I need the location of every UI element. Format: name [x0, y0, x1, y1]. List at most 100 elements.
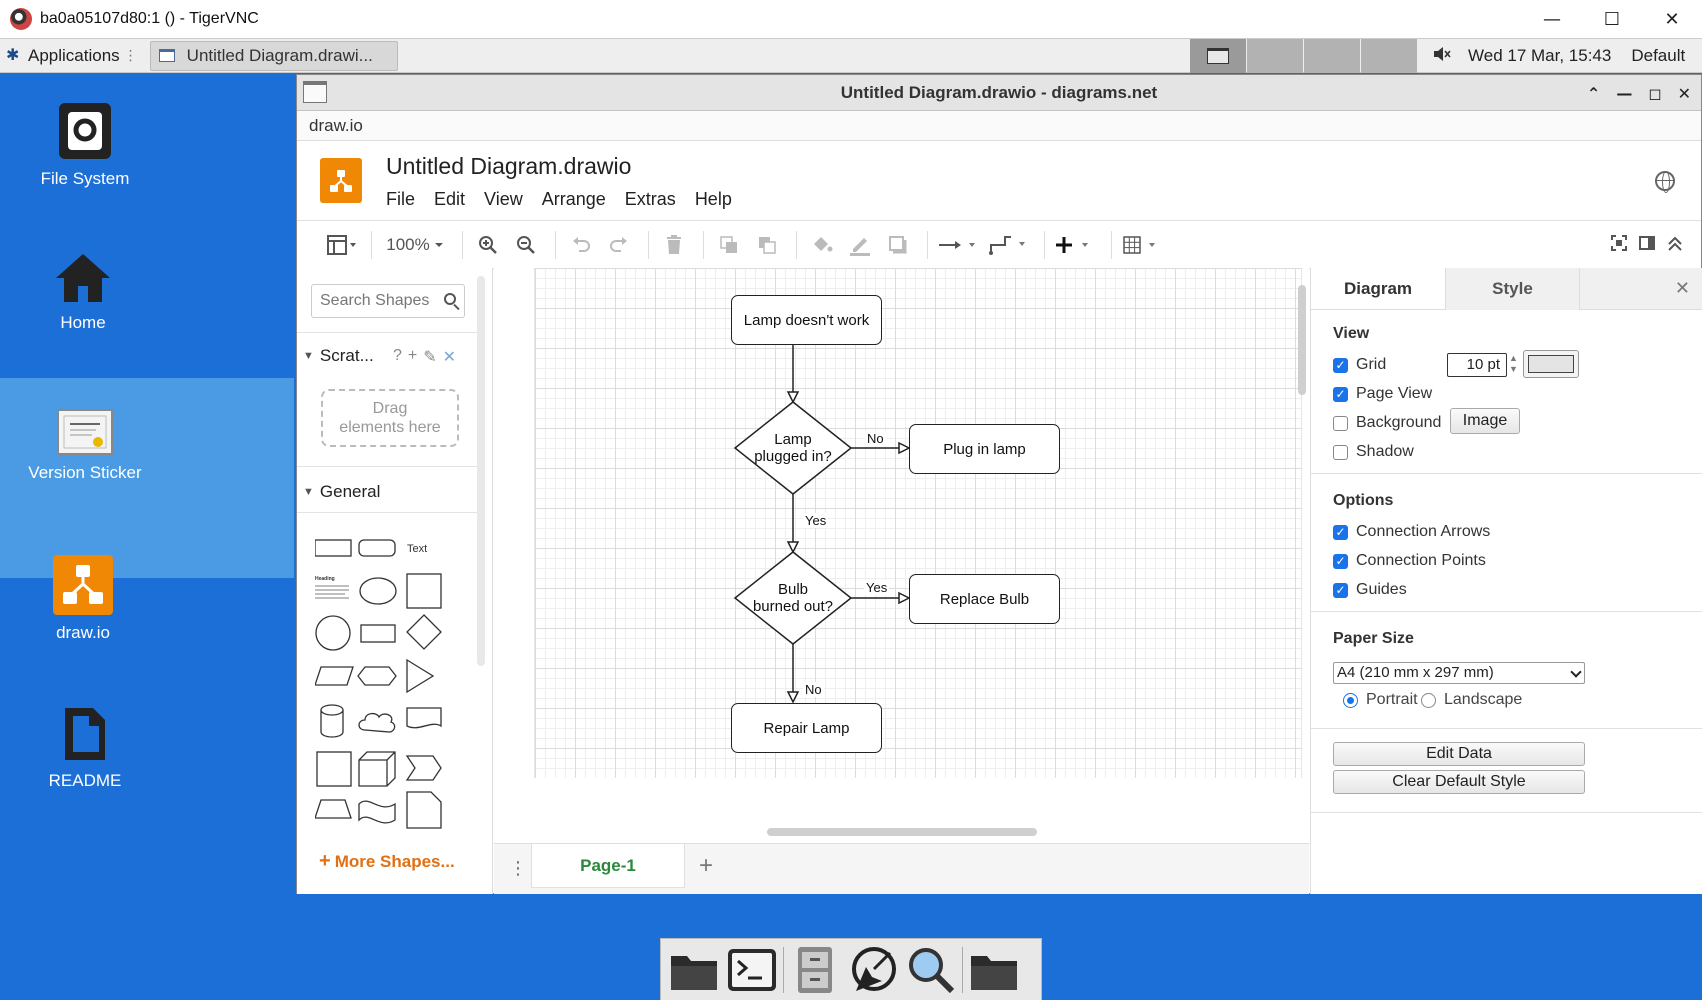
- background-image-button[interactable]: Image: [1450, 408, 1520, 434]
- desktop-icon-version-sticker[interactable]: Version Sticker: [10, 408, 160, 483]
- node-start[interactable]: Lamp doesn't work: [731, 295, 882, 345]
- pages-menu-icon[interactable]: ⋮: [509, 858, 527, 878]
- node-replace-bulb[interactable]: Replace Bulb: [909, 574, 1060, 624]
- browser-icon[interactable]: [844, 941, 902, 999]
- line-color-icon[interactable]: [843, 230, 877, 260]
- edge-label-yes[interactable]: Yes: [864, 580, 890, 595]
- edit-pencil-icon[interactable]: ✎: [423, 349, 437, 366]
- workspace-1[interactable]: [1190, 39, 1246, 73]
- file-cabinet-icon[interactable]: [786, 941, 844, 999]
- help-icon[interactable]: ?: [393, 347, 402, 364]
- close-panel-icon[interactable]: ✕: [1674, 278, 1690, 298]
- scratchpad-drop-zone[interactable]: Drag elements here: [321, 389, 459, 447]
- menu-edit[interactable]: Edit: [434, 189, 466, 209]
- zoom-out-icon[interactable]: [509, 230, 543, 260]
- canvas-horizontal-scrollbar[interactable]: [767, 828, 1037, 836]
- grid-size-input[interactable]: 10 pt: [1447, 353, 1507, 377]
- window-minimize-icon[interactable]: —: [1616, 83, 1633, 103]
- zoom-in-icon[interactable]: [471, 230, 505, 260]
- node-plug-in-lamp[interactable]: Plug in lamp: [909, 424, 1060, 474]
- decision-text[interactable]: Lamp plugged in?: [735, 431, 851, 465]
- workspace-4[interactable]: [1361, 39, 1417, 73]
- desktop-icon-readme[interactable]: README: [10, 704, 160, 791]
- node-repair-lamp[interactable]: Repair Lamp: [731, 703, 882, 753]
- window-titlebar[interactable]: Untitled Diagram.drawio - diagrams.net ⌃…: [297, 75, 1701, 111]
- vnc-close-button[interactable]: ✕: [1664, 9, 1680, 30]
- to-front-icon[interactable]: [712, 230, 746, 260]
- redo-icon[interactable]: [602, 230, 636, 260]
- language-globe-icon[interactable]: [1655, 171, 1675, 193]
- desktop-icon-home[interactable]: Home: [8, 250, 158, 333]
- connection-points-checkbox[interactable]: ✓Connection Points: [1333, 552, 1486, 570]
- tab-style[interactable]: Style: [1445, 268, 1579, 310]
- clear-default-style-button[interactable]: Clear Default Style: [1333, 770, 1585, 794]
- portrait-radio[interactable]: Portrait: [1343, 691, 1418, 709]
- folder-icon[interactable]: [965, 941, 1023, 999]
- window-shade-icon[interactable]: ⌃: [1586, 83, 1601, 103]
- collapse-icon[interactable]: [1667, 235, 1683, 256]
- tab-page-1[interactable]: Page-1: [531, 844, 685, 888]
- landscape-radio[interactable]: Landscape: [1421, 691, 1522, 709]
- undo-icon[interactable]: [564, 230, 598, 260]
- window-maximize-icon[interactable]: ◻: [1648, 83, 1662, 103]
- diagram-canvas[interactable]: Lamp doesn't work Lamp plugged in? Plug …: [494, 268, 1309, 802]
- window-menu-icon[interactable]: [303, 81, 327, 103]
- file-manager-icon[interactable]: [665, 941, 723, 999]
- terminal-icon[interactable]: [723, 941, 781, 999]
- insert-dropdown[interactable]: [1053, 230, 1099, 260]
- background-checkbox[interactable]: Background: [1333, 414, 1441, 432]
- more-shapes-button[interactable]: +More Shapes...: [319, 850, 455, 872]
- vnc-minimize-button[interactable]: —: [1543, 9, 1561, 30]
- desktop-icon-drawio[interactable]: draw.io: [8, 554, 158, 643]
- tab-diagram[interactable]: Diagram: [1343, 279, 1413, 298]
- document-title[interactable]: Untitled Diagram.drawio: [386, 153, 632, 179]
- app-menu-drawio[interactable]: draw.io: [309, 115, 363, 135]
- menu-arrange[interactable]: Arrange: [541, 189, 606, 209]
- zoom-dropdown[interactable]: 100%: [380, 230, 450, 260]
- diagram-page[interactable]: Lamp doesn't work Lamp plugged in? Plug …: [534, 268, 1302, 778]
- edge-label-no[interactable]: No: [803, 682, 824, 697]
- search-icon[interactable]: [444, 293, 456, 305]
- clock[interactable]: Wed 17 Mar, 15:43: [1468, 46, 1612, 65]
- volume-muted-icon[interactable]: [1432, 45, 1454, 68]
- applications-menu[interactable]: ✱ Applications ⋮: [6, 45, 138, 65]
- desktop-icon-file-system[interactable]: File System: [10, 100, 160, 189]
- canvas-vertical-scrollbar[interactable]: [1298, 285, 1306, 395]
- menu-help[interactable]: Help: [694, 189, 732, 209]
- guides-checkbox[interactable]: ✓Guides: [1333, 581, 1407, 599]
- grid-color-button[interactable]: [1523, 350, 1579, 378]
- waypoints-dropdown[interactable]: [986, 230, 1032, 260]
- fill-color-icon[interactable]: [805, 230, 839, 260]
- scratchpad-header[interactable]: ▼ Scrat...: [303, 346, 374, 366]
- edit-data-button[interactable]: Edit Data: [1333, 742, 1585, 766]
- menu-view[interactable]: View: [484, 189, 523, 209]
- grid-size-stepper[interactable]: ▲▼: [1509, 353, 1518, 374]
- search-shapes-input[interactable]: Search Shapes: [311, 284, 465, 318]
- vnc-maximize-button[interactable]: ☐: [1603, 9, 1621, 30]
- menu-file[interactable]: File: [386, 189, 416, 209]
- decision-text[interactable]: Bulb burned out?: [735, 581, 851, 615]
- fullscreen-icon[interactable]: [1611, 234, 1627, 256]
- connection-arrows-checkbox[interactable]: ✓Connection Arrows: [1333, 523, 1490, 541]
- workspace-3[interactable]: [1304, 39, 1360, 73]
- general-header[interactable]: ▼ General: [303, 482, 380, 502]
- paper-size-select[interactable]: A4 (210 mm x 297 mm): [1333, 662, 1585, 684]
- to-back-icon[interactable]: [750, 230, 784, 260]
- format-panel-toggle-icon[interactable]: [1639, 235, 1655, 256]
- shadow-checkbox[interactable]: Shadow: [1333, 443, 1414, 461]
- page-view-checkbox[interactable]: ✓Page View: [1333, 385, 1432, 403]
- grid-checkbox[interactable]: ✓Grid: [1333, 356, 1386, 374]
- taskbar-window-drawio[interactable]: Untitled Diagram.drawi...: [149, 40, 398, 71]
- sidebar-scrollbar[interactable]: [477, 276, 485, 666]
- table-dropdown[interactable]: [1120, 230, 1166, 260]
- keyboard-layout[interactable]: Default: [1631, 46, 1686, 65]
- panel-layout-button[interactable]: [325, 230, 359, 260]
- window-close-icon[interactable]: ✕: [1677, 83, 1691, 103]
- connection-style-dropdown[interactable]: [936, 230, 982, 260]
- shadow-icon[interactable]: [881, 230, 915, 260]
- close-icon[interactable]: ✕: [442, 349, 457, 366]
- edge-label-no[interactable]: No: [865, 431, 886, 446]
- add-icon[interactable]: +: [407, 347, 418, 364]
- workspace-2[interactable]: [1247, 39, 1303, 73]
- edge-label-yes[interactable]: Yes: [803, 513, 829, 528]
